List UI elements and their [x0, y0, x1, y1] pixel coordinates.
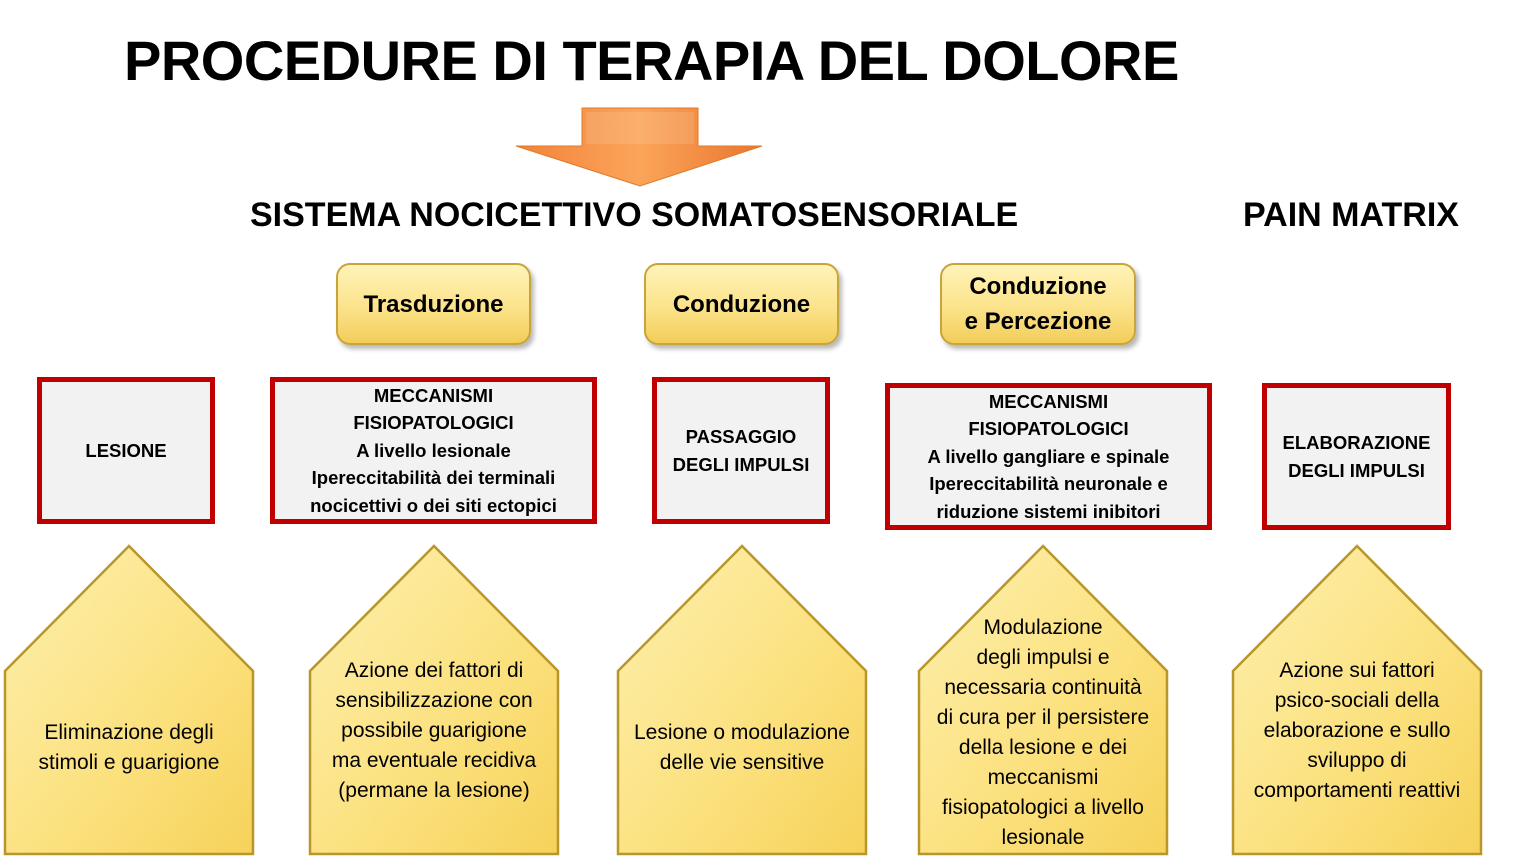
stage-conduction: Conduzione: [644, 263, 839, 345]
house-outcome-5: Azione sui fattori psico-sociali della e…: [1230, 543, 1484, 857]
down-arrow-icon: [515, 107, 763, 187]
house-shape: [3, 544, 255, 856]
stage-label: Conduzione: [672, 290, 811, 318]
house-outcome-4: Modulazione degli impulsi e necessaria c…: [916, 543, 1170, 857]
house-text: Eliminazione degli stimoli e guarigione: [38, 721, 220, 774]
box-text: LESIONE: [85, 439, 167, 461]
house-shape: [308, 544, 560, 856]
stage-label: Trasduzione: [363, 290, 504, 318]
box-impulse-elaboration: ELABORAZIONE DEGLI IMPULSI: [1262, 383, 1451, 530]
house-text: Lesione o modulazione delle vie sensitiv…: [634, 721, 850, 774]
box-lesion: LESIONE: [37, 377, 215, 524]
box-text: MECCANISMI FISIOPATOLOGICI A livello gan…: [927, 390, 1170, 522]
stage-label: Conduzione e Percezione: [964, 273, 1112, 335]
box-impulse-passage: PASSAGGIO DEGLI IMPULSI: [652, 377, 830, 524]
house-shape: [917, 544, 1169, 856]
box-spinal-mechanisms: MECCANISMI FISIOPATOLOGICI A livello gan…: [885, 383, 1212, 530]
house-text: Azione dei fattori di sensibilizzazione …: [331, 659, 537, 802]
house-outcome-2: Azione dei fattori di sensibilizzazione …: [307, 543, 561, 857]
box-text: MECCANISMI FISIOPATOLOGICI A livello les…: [310, 384, 557, 516]
house-outcome-3: Lesione o modulazione delle vie sensitiv…: [615, 543, 869, 857]
house-text: Modulazione degli impulsi e necessaria c…: [936, 616, 1150, 849]
house-outcome-1: Eliminazione degli stimoli e guarigione: [2, 543, 256, 857]
box-text: PASSAGGIO DEGLI IMPULSI: [672, 426, 810, 475]
stage-conduction-perception: Conduzione e Percezione: [940, 263, 1136, 345]
house-shape: [1231, 544, 1483, 856]
section-title-pain-matrix: PAIN MATRIX: [1243, 196, 1459, 234]
house-text: Azione sui fattori psico-sociali della e…: [1253, 659, 1461, 802]
section-title-nociceptive: SISTEMA NOCICETTIVO SOMATOSENSORIALE: [250, 196, 1019, 234]
box-peripheral-mechanisms: MECCANISMI FISIOPATOLOGICI A livello les…: [270, 377, 597, 524]
house-shape: [616, 544, 868, 856]
stage-transduction: Trasduzione: [336, 263, 531, 345]
page-title: PROCEDURE DI TERAPIA DEL DOLORE: [124, 29, 1179, 92]
box-text: ELABORAZIONE DEGLI IMPULSI: [1282, 432, 1431, 481]
